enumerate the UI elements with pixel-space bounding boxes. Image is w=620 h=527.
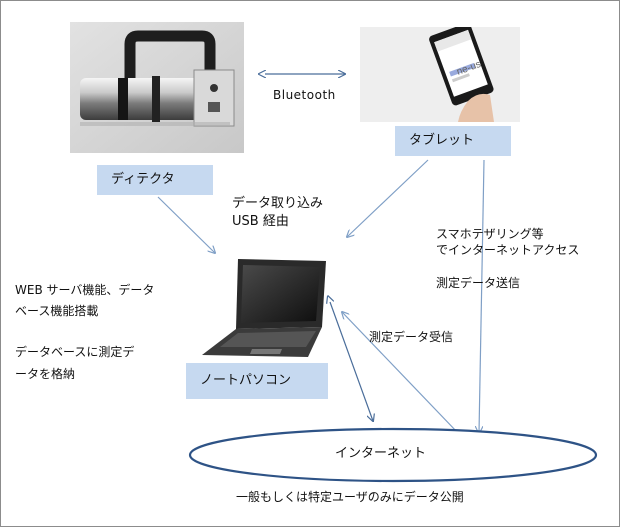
internet-label: インターネット xyxy=(335,446,427,461)
tablet-to-notebook-arrow xyxy=(347,159,429,237)
tethering-label-line1: スマホテザリング等 xyxy=(436,227,544,241)
detector-label: ディテクタ xyxy=(111,172,175,187)
web-server-label-line1: WEB サーバ機能、データ xyxy=(15,283,155,297)
tethering-label-line2: でインターネットアクセス xyxy=(436,243,580,257)
tablet-label-box: タブレット xyxy=(395,126,511,156)
tablet-photo: ne-us xyxy=(360,27,520,122)
usb-import-label-line1: データ取り込み xyxy=(232,196,324,211)
internet-ellipse xyxy=(188,427,598,483)
send-data-label: 測定データ送信 xyxy=(436,276,521,290)
notebook-photo xyxy=(198,255,333,360)
notebook-label-box: ノートパソコン xyxy=(186,363,328,399)
notebook-internet-double-arrow xyxy=(330,302,373,421)
web-server-label-line2: ベース機能搭載 xyxy=(15,304,99,318)
database-label-line1: データベースに測定デ xyxy=(15,345,135,359)
detector-to-notebook-arrow xyxy=(157,196,215,253)
notebook-label: ノートパソコン xyxy=(200,373,292,388)
publish-label: 一般もしくは特定ユーザのみにデータ公開 xyxy=(236,490,464,504)
detector-label-box: ディテクタ xyxy=(97,165,213,195)
tablet-to-internet-arrow xyxy=(479,159,485,433)
tablet-label: タブレット xyxy=(409,133,475,148)
receive-data-label: 測定データ受信 xyxy=(369,330,454,344)
detector-photo xyxy=(70,22,244,153)
bluetooth-label: Bluetooth xyxy=(273,88,336,102)
database-label-line2: ータを格納 xyxy=(15,367,76,381)
usb-import-label-line2: USB 経由 xyxy=(232,214,289,229)
